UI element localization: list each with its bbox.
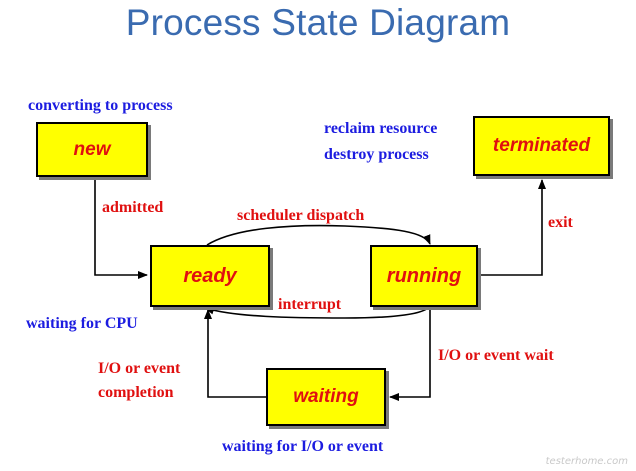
note-waiting: waiting for I/O or event [222, 438, 384, 455]
label-io-completion-line2: completion [98, 384, 174, 401]
state-ready-label: ready [183, 264, 237, 287]
watermark: testerhome.com [545, 456, 628, 467]
arrow-interrupt [204, 305, 431, 319]
note-new: converting to process [28, 97, 173, 114]
state-running: running [370, 245, 478, 307]
note-terminated-reclaim: reclaim resource [324, 120, 438, 137]
arrow-io-wait [389, 306, 431, 401]
state-terminated: terminated [473, 116, 610, 176]
state-new-label: new [73, 138, 111, 160]
state-waiting-label: waiting [293, 386, 359, 407]
state-ready: ready [150, 245, 270, 307]
note-terminated-destroy: destroy process [324, 146, 429, 163]
label-scheduler-dispatch: scheduler dispatch [237, 207, 365, 224]
arrow-admitted [94, 178, 148, 279]
diagram-title: Process State Diagram [125, 2, 511, 43]
label-interrupt: interrupt [278, 296, 342, 313]
label-io-completion-line1: I/O or event [98, 360, 181, 377]
label-exit: exit [548, 214, 573, 231]
label-io-wait: I/O or event wait [438, 347, 554, 364]
label-admitted: admitted [102, 199, 164, 216]
state-waiting: waiting [266, 368, 386, 426]
note-ready: waiting for CPU [26, 315, 138, 332]
state-terminated-label: terminated [492, 135, 591, 156]
arrow-io-completion [204, 309, 266, 398]
arrow-exit [478, 179, 546, 276]
state-running-label: running [386, 264, 462, 287]
arrow-scheduler-dispatch [206, 224, 431, 246]
state-new: new [36, 122, 148, 177]
